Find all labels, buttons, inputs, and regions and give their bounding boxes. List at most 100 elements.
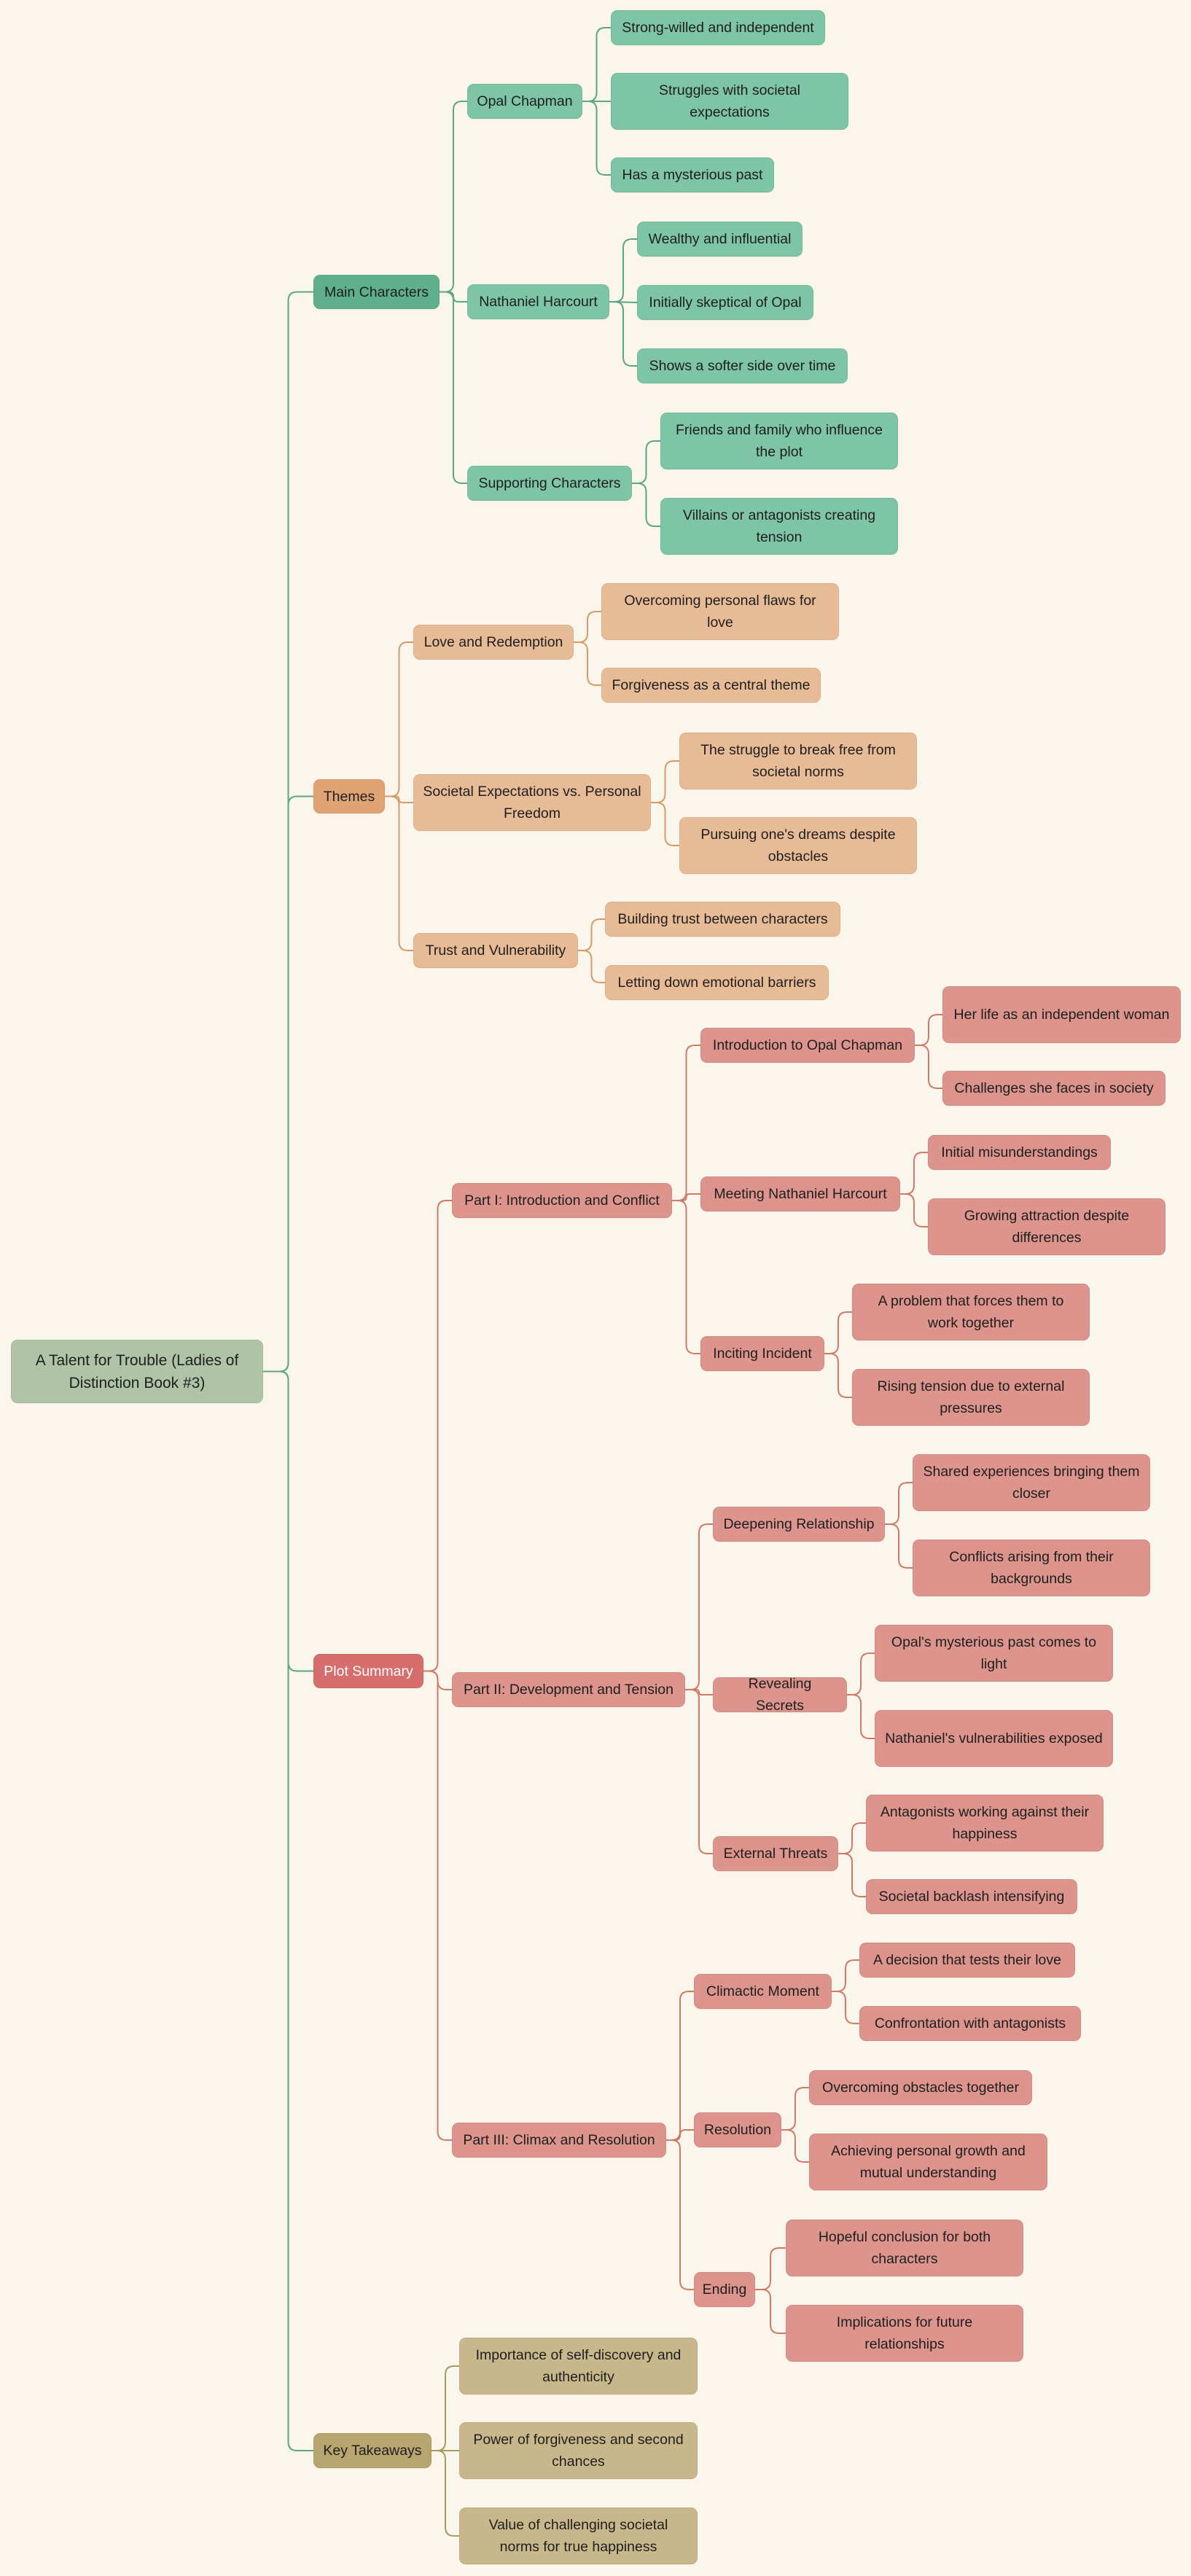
connector-line [574,611,601,643]
connector-line [915,1045,942,1089]
node-part-two[interactable]: Part II: Development and Tension [452,1672,685,1707]
connector-line [632,440,660,484]
connector-line [832,1959,859,1992]
node-opal-chapman[interactable]: Opal Chapman [467,84,582,119]
connector-line [582,101,611,176]
leaf-takeaway-forgiveness[interactable]: Power of forgiveness and second chances [459,2422,698,2479]
connector-line [578,918,605,951]
connector-line [755,2289,786,2334]
connector-line [432,2450,459,2537]
leaf-ending-hopeful[interactable]: Hopeful conclusion for both characters [786,2220,1023,2276]
connector-line [672,1200,700,1354]
connector-line [263,795,313,1373]
leaf-takeaway-challenging-norms[interactable]: Value of challenging societal norms for … [459,2507,698,2564]
node-trust-vulnerability[interactable]: Trust and Vulnerability [413,933,578,968]
leaf-society-break-free[interactable]: The struggle to break free from societal… [679,733,917,789]
leaf-threats-antagonists[interactable]: Antagonists working against their happin… [866,1795,1104,1851]
connector-line [885,1482,913,1525]
leaf-supporting-villains[interactable]: Villains or antagonists creating tension [660,498,898,555]
node-revealing-secrets[interactable]: Revealing Secrets [713,1676,847,1714]
leaf-deepening-conflicts[interactable]: Conflicts arising from their backgrounds [913,1539,1150,1596]
node-deepening-relationship[interactable]: Deepening Relationship [713,1507,885,1542]
node-meeting-nathaniel[interactable]: Meeting Nathaniel Harcourt [700,1176,900,1211]
leaf-trust-barriers[interactable]: Letting down emotional barriers [605,965,829,1000]
connector-line [574,641,601,686]
leaf-ending-future[interactable]: Implications for future relationships [786,2305,1023,2362]
node-nathaniel-harcourt[interactable]: Nathaniel Harcourt [467,284,609,319]
leaf-nathaniel-wealthy[interactable]: Wealthy and influential [637,222,803,257]
leaf-intro-independent-woman[interactable]: Her life as an independent woman [942,986,1181,1043]
connector-line [915,1014,942,1046]
leaf-nathaniel-softer-side[interactable]: Shows a softer side over time [637,348,848,383]
leaf-meeting-misunderstandings[interactable]: Initial misunderstandings [928,1135,1111,1170]
connector-line [900,1193,928,1227]
connector-line [632,483,660,527]
connector-line [832,1991,859,2024]
leaf-inciting-rising-tension[interactable]: Rising tension due to external pressures [852,1369,1090,1426]
connector-line [609,301,637,367]
leaf-society-pursuing-dreams[interactable]: Pursuing one's dreams despite obstacles [679,817,917,874]
node-external-threats[interactable]: External Threats [713,1836,838,1871]
connector-line [838,1853,866,1897]
leaf-inciting-work-together[interactable]: A problem that forces them to work toget… [852,1284,1090,1340]
node-inciting-incident[interactable]: Inciting Incident [700,1336,824,1371]
leaf-deepening-shared-experiences[interactable]: Shared experiences bringing them closer [913,1454,1150,1511]
leaf-threats-societal-backlash[interactable]: Societal backlash intensifying [866,1879,1077,1914]
connector-line [847,1694,875,1739]
node-part-one[interactable]: Part I: Introduction and Conflict [452,1183,672,1218]
connector-line [385,795,413,803]
leaf-takeaway-self-discovery[interactable]: Importance of self-discovery and authent… [459,2338,698,2394]
connector-line [440,291,467,484]
leaf-meeting-attraction[interactable]: Growing attraction despite differences [928,1198,1165,1255]
node-love-redemption[interactable]: Love and Redemption [413,625,574,660]
connector-line [440,101,467,293]
root-node[interactable]: A Talent for Trouble (Ladies of Distinct… [11,1340,263,1403]
connector-line [685,1689,713,1854]
connector-line [755,2247,786,2290]
node-introduction-opal[interactable]: Introduction to Opal Chapman [700,1028,915,1063]
connector-line [263,1370,313,2451]
leaf-resolution-obstacles[interactable]: Overcoming obstacles together [809,2070,1032,2105]
node-supporting-characters[interactable]: Supporting Characters [467,466,632,501]
connector-line [582,27,611,102]
leaf-nathaniel-skeptical[interactable]: Initially skeptical of Opal [637,285,813,320]
leaf-love-forgiveness[interactable]: Forgiveness as a central theme [601,668,821,703]
leaf-resolution-growth[interactable]: Achieving personal growth and mutual und… [809,2134,1047,2190]
connector-line [385,795,413,951]
connector-line [781,2129,809,2163]
connector-line [666,1991,694,2141]
leaf-opal-societal-expectations[interactable]: Struggles with societal expectations [611,73,848,130]
leaf-love-overcoming-flaws[interactable]: Overcoming personal flaws for love [601,583,839,640]
connector-line [685,1523,713,1690]
connector-line [651,760,679,803]
leaf-secrets-opal-past[interactable]: Opal's mysterious past comes to light [875,1625,1113,1682]
connector-line [609,238,637,303]
node-part-three[interactable]: Part III: Climax and Resolution [452,2123,666,2158]
leaf-climax-decision[interactable]: A decision that tests their love [859,1943,1075,1978]
node-resolution[interactable]: Resolution [694,2112,781,2147]
leaf-supporting-friends-family[interactable]: Friends and family who influence the plo… [660,413,898,469]
connector-line [385,641,413,797]
connector-line [781,2087,809,2131]
branch-key-takeaways[interactable]: Key Takeaways [313,2433,432,2468]
connector-line [432,2365,459,2451]
leaf-intro-challenges[interactable]: Challenges she faces in society [942,1071,1165,1106]
connector-line [423,1200,452,1672]
connector-line [900,1152,928,1195]
connector-line [423,1670,452,2141]
connector-line [666,2139,694,2290]
branch-main-characters[interactable]: Main Characters [313,275,440,309]
branch-plot-summary[interactable]: Plot Summary [313,1654,423,1688]
leaf-climax-confrontation[interactable]: Confrontation with antagonists [859,2006,1081,2041]
branch-themes[interactable]: Themes [313,779,385,813]
node-societal-expectations[interactable]: Societal Expectations vs. Personal Freed… [413,774,651,831]
node-ending[interactable]: Ending [694,2272,755,2307]
connector-line [578,950,605,983]
leaf-trust-building[interactable]: Building trust between characters [605,902,840,937]
leaf-secrets-nathaniel-vulnerabilities[interactable]: Nathaniel's vulnerabilities exposed [875,1710,1113,1767]
connector-line [685,1689,713,1695]
node-climactic-moment[interactable]: Climactic Moment [694,1974,832,2009]
leaf-opal-strong-willed[interactable]: Strong-willed and independent [611,10,825,45]
leaf-opal-mysterious-past[interactable]: Has a mysterious past [611,157,774,192]
